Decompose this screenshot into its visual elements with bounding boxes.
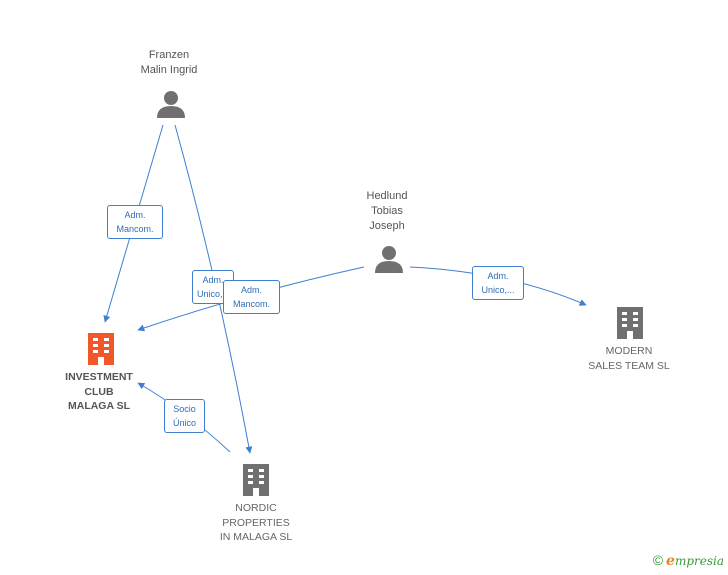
company-name-line: SALES TEAM SL — [588, 359, 670, 372]
person-label-franzen[interactable]: Franzen Malin Ingrid — [119, 48, 219, 78]
company-name-line: NORDIC — [235, 502, 277, 514]
company-label-modern[interactable]: MODERN SALES TEAM SL — [573, 344, 685, 373]
footer-brand[interactable]: ©empresia — [653, 552, 724, 569]
edge-label-line: Unico,... — [197, 289, 231, 299]
edge-label-line: Único — [172, 418, 196, 428]
edge-label-nordic-investment[interactable]: Socio Único — [164, 399, 205, 433]
company-name-line: PROPERTIES — [222, 516, 290, 529]
building-icon-main[interactable] — [86, 331, 116, 365]
brand-logo-initial: e — [666, 553, 675, 569]
edge-label-franzen-investment[interactable]: Adm. Mancom. — [107, 205, 163, 239]
building-icon[interactable] — [615, 305, 645, 339]
company-name-line: INVESTMENT — [65, 371, 133, 383]
person-name-line: Malin Ingrid — [140, 64, 198, 76]
person-icon[interactable] — [156, 89, 186, 119]
copyright-icon: © — [652, 552, 664, 568]
brand-logo-text: mpresia — [674, 554, 724, 568]
edge-label-line: Unico,... — [481, 285, 515, 295]
person-name-line: Tobias — [371, 205, 403, 217]
company-label-nordic[interactable]: NORDIC PROPERTIES IN MALAGA SL — [200, 501, 312, 545]
company-name-line: MALAGA SL — [67, 400, 131, 412]
person-name-line: Hedlund — [366, 190, 408, 202]
edge-label-line: Adm. — [124, 210, 146, 220]
edge-label-line: Mancom. — [232, 299, 270, 309]
edge-label-line: Adm. — [487, 271, 509, 281]
edge-label-line: Socio — [173, 404, 196, 414]
person-label-hedlund[interactable]: Hedlund Tobias Joseph — [337, 189, 437, 234]
edge-label-line: Adm. — [240, 285, 262, 295]
company-label-investment[interactable]: INVESTMENT CLUB MALAGA SL — [44, 370, 154, 414]
edge-label-line: Adm. — [202, 275, 224, 285]
edge-label-hedlund-investment[interactable]: Adm. Mancom. — [223, 280, 280, 314]
person-icon[interactable] — [374, 244, 404, 274]
edge-label-hedlund-modern[interactable]: Adm. Unico,... — [472, 266, 524, 300]
edge-label-line: Mancom. — [116, 224, 154, 234]
building-icon[interactable] — [241, 462, 271, 496]
person-name-line: Franzen — [148, 49, 190, 61]
company-name-line: MODERN — [605, 345, 653, 357]
person-name-line: Joseph — [369, 220, 405, 232]
company-name-line: IN MALAGA SL — [219, 531, 293, 543]
company-name-line: CLUB — [84, 385, 114, 398]
